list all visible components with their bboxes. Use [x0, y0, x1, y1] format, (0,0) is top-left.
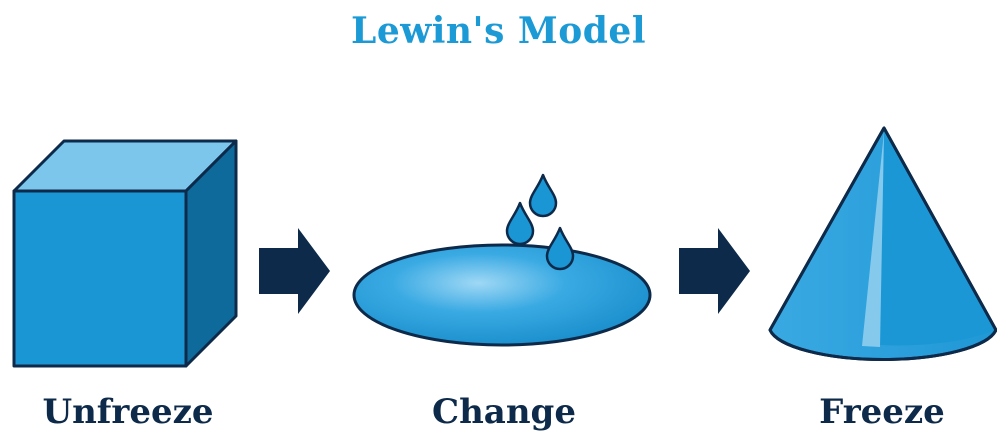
water-drop-icon	[505, 201, 535, 246]
water-drop-icon	[545, 226, 575, 271]
stage-label-freeze: Freeze	[819, 392, 945, 432]
stage-label-change: Change	[432, 392, 576, 432]
diagram-title: Lewin's Model	[351, 10, 646, 52]
cone-icon	[768, 126, 997, 361]
cube-icon	[12, 139, 238, 368]
right-arrow-icon	[679, 228, 750, 314]
stage-label-unfreeze: Unfreeze	[42, 392, 214, 432]
puddle-with-drops-icon	[352, 173, 652, 347]
water-drop-icon	[528, 173, 558, 218]
right-arrow-icon	[259, 228, 330, 314]
